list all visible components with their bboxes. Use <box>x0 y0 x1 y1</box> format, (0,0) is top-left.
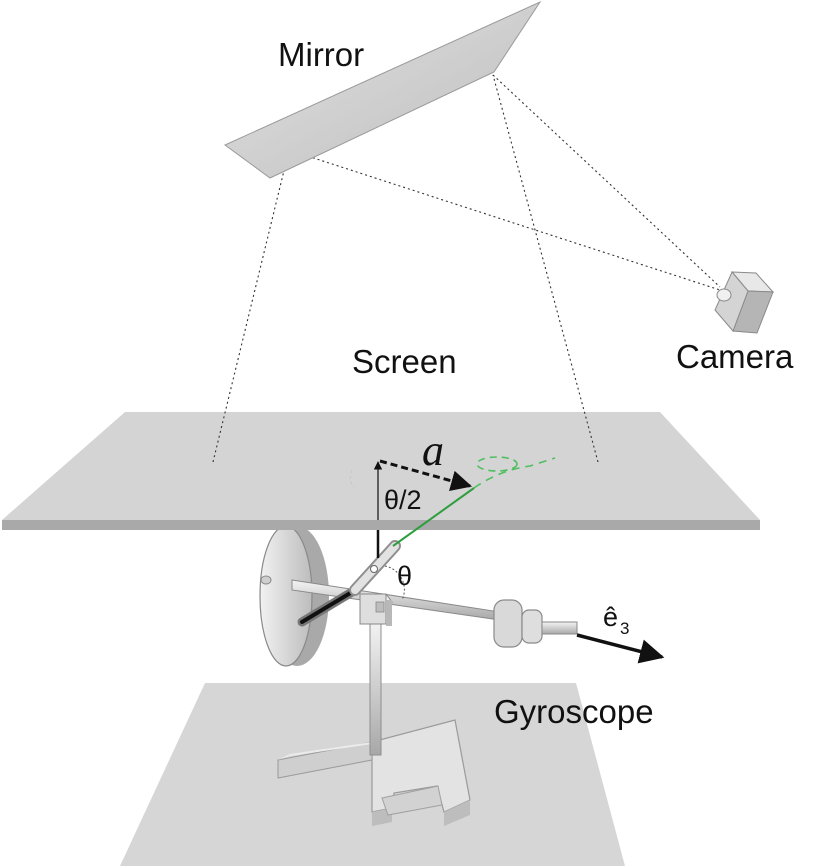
camera-label: Camera <box>676 338 794 375</box>
faint-trace <box>349 469 355 489</box>
vertical-post <box>369 619 382 756</box>
vector-a-label: a <box>422 426 444 475</box>
counterweights <box>493 599 578 648</box>
laser-beam <box>392 456 556 547</box>
stand-base <box>277 719 471 826</box>
mirror <box>224 0 542 179</box>
e3-axis-arrow <box>576 633 665 664</box>
camera <box>714 271 775 334</box>
laser-holder-rod <box>297 540 401 627</box>
screen-plane <box>2 412 760 530</box>
e3-label: ê <box>603 602 618 632</box>
pivot-block <box>359 593 393 626</box>
mirror-label: Mirror <box>278 36 364 73</box>
e3-subscript: 3 <box>620 619 629 638</box>
theta-arc <box>384 565 405 601</box>
gyroscope-disk <box>259 525 329 667</box>
screen-label: Screen <box>352 343 457 380</box>
theta-label: θ <box>397 561 412 591</box>
half-angle-label: θ/2 <box>384 485 422 515</box>
gyroscope-label: Gyroscope <box>494 693 654 730</box>
vector-a-arrow <box>379 459 473 492</box>
